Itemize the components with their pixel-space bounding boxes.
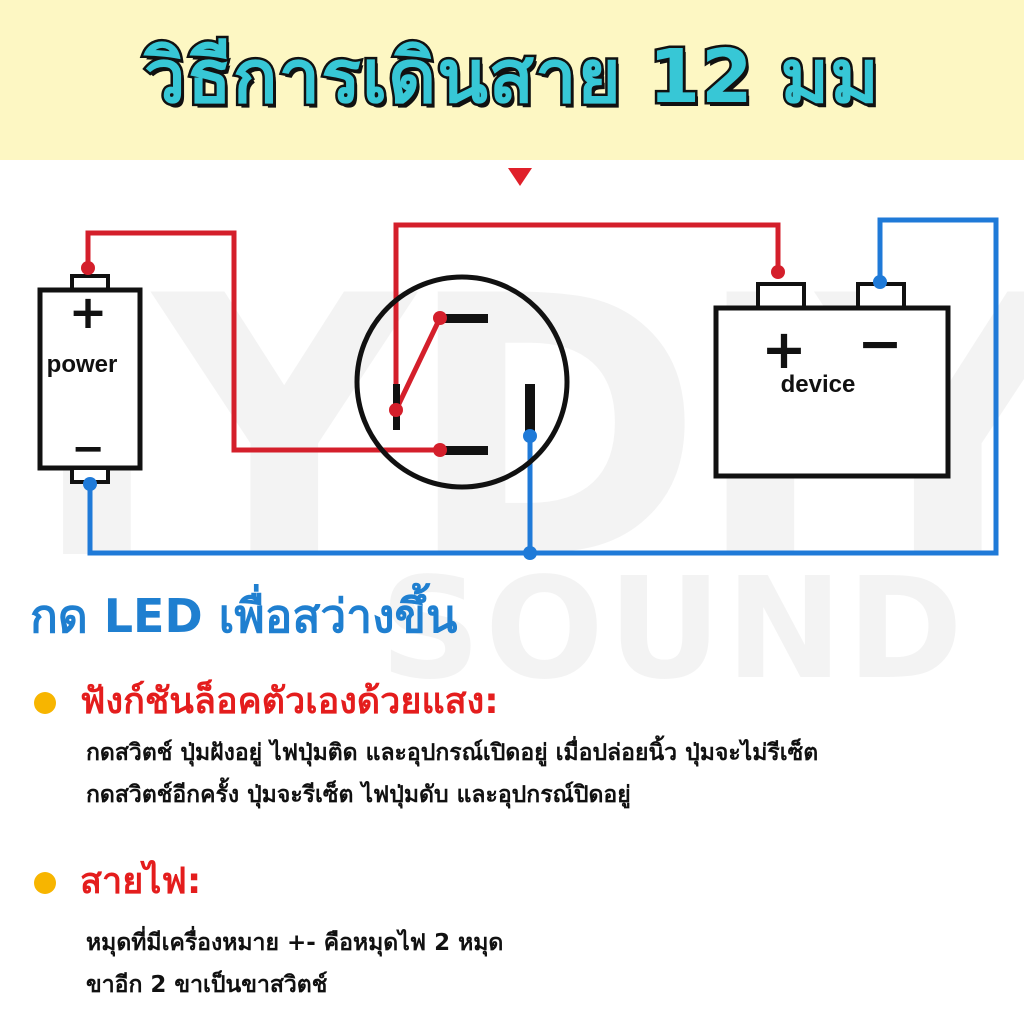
- switch-contact-arm: [393, 316, 443, 412]
- section-heading: ฟังก์ชันล็อคตัวเองด้วยแสง:: [80, 681, 499, 722]
- junction-dots: [81, 261, 887, 560]
- device-plus-symbol: +: [761, 318, 806, 381]
- power-body: [37, 287, 143, 471]
- section-line: หมุดที่มีเครื่องหมาย +- คือหมุดไฟ 2 หมุด: [86, 930, 504, 956]
- power-minus-symbol: −: [71, 426, 105, 472]
- bullet-dot-icon: [34, 692, 56, 714]
- dot-ground-junction: [523, 546, 537, 560]
- dot-switch-bottom: [433, 443, 447, 457]
- power-plus-symbol: +: [69, 285, 108, 339]
- switch-housing: [354, 274, 570, 490]
- dot-power-negative: [83, 477, 97, 491]
- pointer-triangle: [508, 168, 532, 186]
- power-label: power: [47, 351, 118, 378]
- section-line: ขาอีก 2 ขาเป็นขาสวิตช์: [86, 972, 328, 998]
- dot-switch-pivot: [389, 403, 403, 417]
- dot-switch-right: [523, 429, 537, 443]
- dot-device-negative: [873, 275, 887, 289]
- power-source: + − power: [37, 274, 143, 484]
- bullet-dot-icon: [34, 872, 56, 894]
- subtitle: กด LED เพื่อสว่างขึ้น: [30, 589, 458, 643]
- positive-wire-switch-to-device: [393, 222, 781, 410]
- positive-wires: [85, 222, 781, 453]
- positive-wire-power-to-switch: [85, 230, 440, 453]
- switch-pin-bottom: [444, 446, 488, 455]
- section-line: กดสวิตช์ ปุ่มฝังอยู่ ไฟปุ่มติด และอุปกรณ…: [86, 740, 819, 766]
- title-banner: วิธีการเดินสาย 12 มม: [0, 0, 1024, 160]
- device-body: [713, 305, 951, 479]
- switch-pin-right: [525, 384, 535, 438]
- section-line: กดสวิตช์อีกครั้ง ปุ่มจะรีเซ็ต ไฟปุ่มดับ …: [86, 782, 631, 808]
- section-heading: สายไฟ:: [80, 861, 202, 902]
- negative-wires: [87, 217, 999, 556]
- switch-pin-top: [444, 314, 488, 323]
- page-title: วิธีการเดินสาย 12 มม: [142, 32, 882, 123]
- dot-switch-top: [433, 311, 447, 325]
- device-label: device: [781, 371, 856, 398]
- negative-wire-loop: [87, 217, 999, 556]
- device: + − device: [713, 282, 951, 479]
- device-minus-symbol: −: [857, 312, 902, 375]
- switch: [354, 274, 570, 490]
- dot-device-positive: [771, 265, 785, 279]
- dot-power-positive: [81, 261, 95, 275]
- device-positive-terminal: [756, 282, 806, 310]
